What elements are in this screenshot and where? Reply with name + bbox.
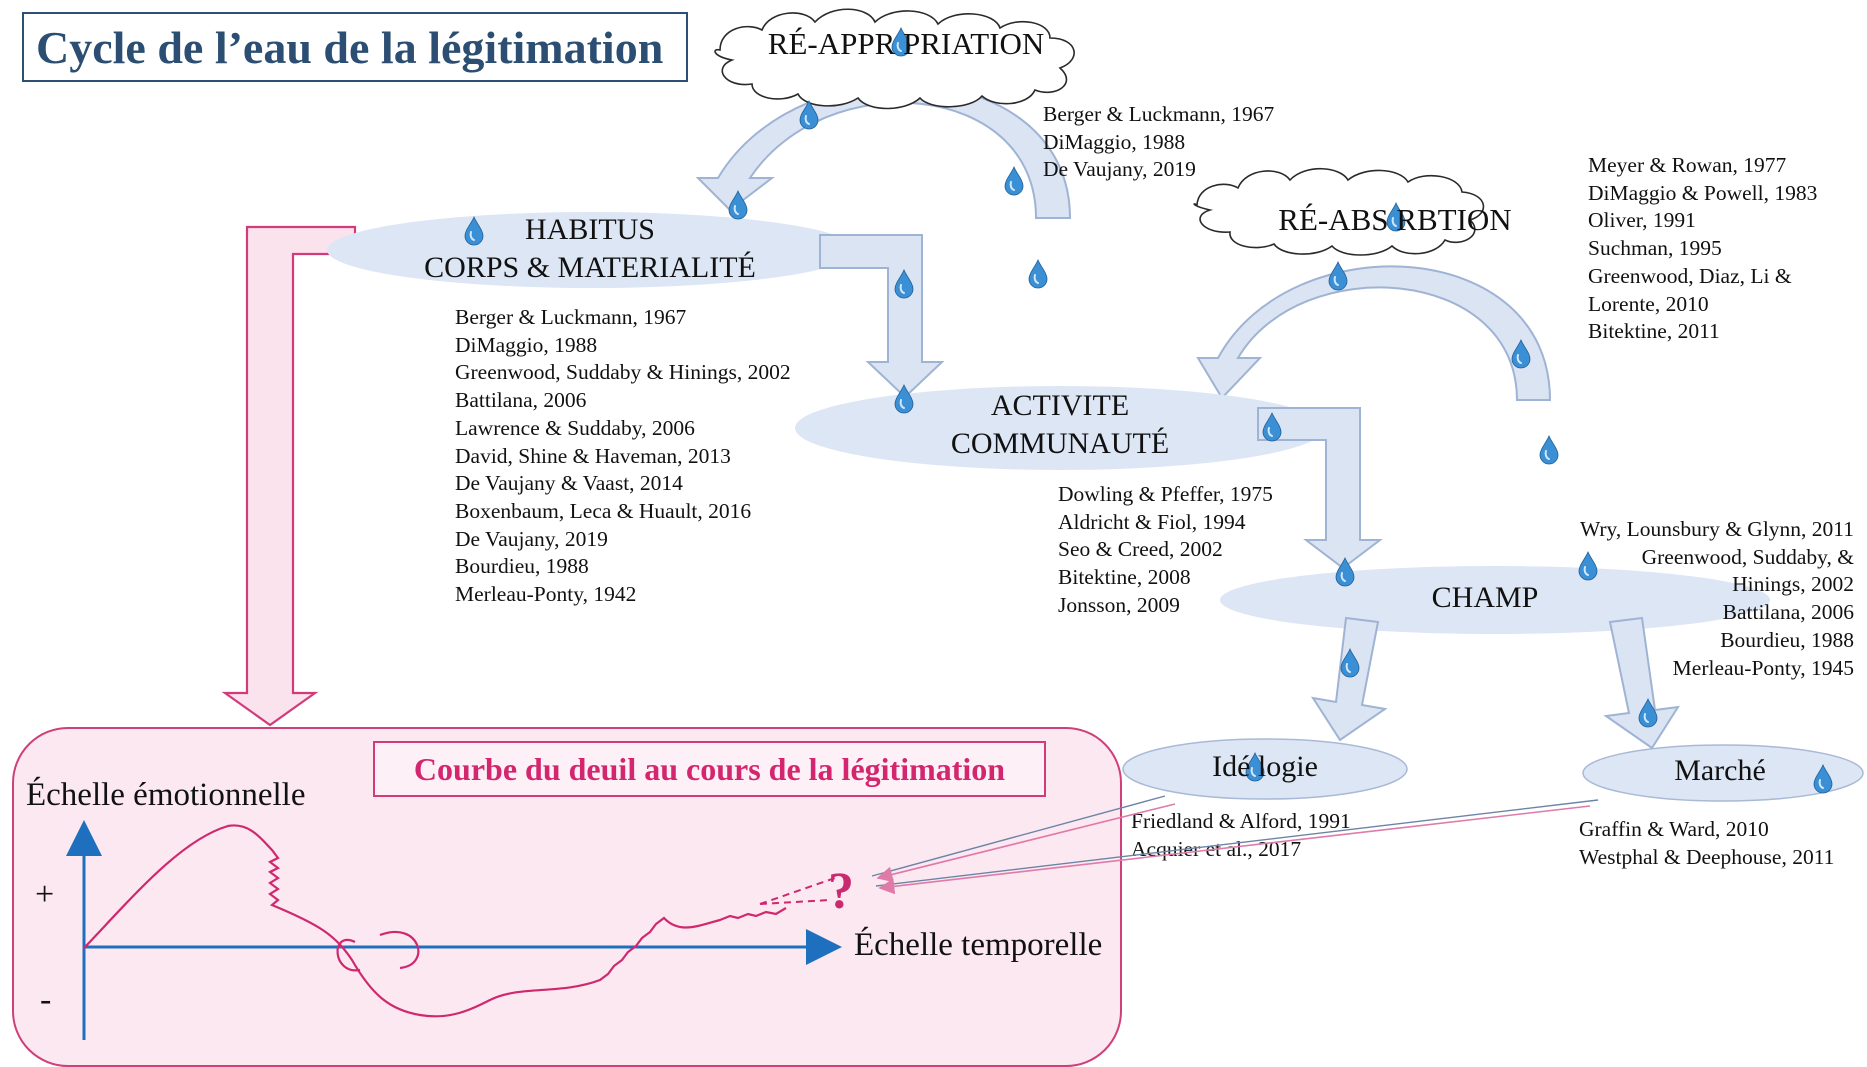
reference-item: Seo & Creed, 2002	[1058, 537, 1223, 562]
champ-ellipse	[1220, 566, 1770, 634]
reference-item: Merleau-Ponty, 1945	[1672, 655, 1854, 680]
reference-item: Aldricht & Fiol, 1994	[1058, 509, 1246, 534]
habitus-to-grief-arrow	[221, 225, 357, 727]
activite-references: Dowling & Pfeffer, 1975 Aldricht & Fiol,…	[1058, 481, 1273, 620]
reabsorbtion-references: Meyer & Rowan, 1977 DiMaggio & Powell, 1…	[1588, 152, 1817, 346]
activite-ellipse	[795, 386, 1325, 470]
reappropriation-cloud	[714, 8, 1075, 110]
reabsorbtion-curved-arrow	[1196, 265, 1552, 401]
reference-item: Graffin & Ward, 2010	[1579, 817, 1769, 841]
marche-references: Graffin & Ward, 2010 Westphal & Deephous…	[1579, 816, 1834, 871]
reference-item: Greenwood, Suddaby & Hinings, 2002	[455, 360, 791, 385]
reference-item: Berger & Luckmann, 1967	[1043, 102, 1275, 126]
reference-item: Lorente, 2010	[1588, 291, 1709, 316]
reference-item: Acquier et al., 2017	[1131, 836, 1302, 861]
reference-item: Greenwood, Suddaby, &	[1641, 544, 1854, 569]
reference-item: Hinings, 2002	[1732, 572, 1854, 597]
reference-item: De Vaujany, 2019	[455, 526, 608, 551]
diagram-title: Cycle de l’eau de la légitimation	[22, 12, 688, 82]
legitimation-water-cycle-diagram	[221, 8, 1864, 802]
reference-item: Suchman, 1995	[1588, 236, 1722, 261]
reference-item: Boxenbaum, Leca & Huault, 2016	[455, 498, 752, 523]
reference-item: Greenwood, Diaz, Li &	[1588, 263, 1792, 288]
reabsorbtion-cloud	[1193, 168, 1485, 256]
habitus-label: HABITUS CORPS & MATERIALITÉ	[424, 213, 756, 284]
minus-sign: -	[40, 981, 52, 1018]
reference-item: DiMaggio, 1988	[455, 332, 598, 357]
reference-item: DiMaggio & Powell, 1983	[1588, 180, 1818, 205]
reference-item: Bitektine, 2011	[1588, 319, 1720, 344]
habitus-to-activite-arrow	[819, 234, 945, 399]
marche-label: Marché	[1674, 754, 1766, 787]
champ-references: Wry, Lounsbury & Glynn, 2011 Greenwood, …	[1580, 516, 1854, 682]
reabsorbtion-label: RÉ-ABS RBTION	[1278, 202, 1512, 237]
reference-item: Wry, Lounsbury & Glynn, 2011	[1579, 517, 1854, 541]
question-mark: ?	[828, 863, 854, 920]
marche-ellipse	[1582, 744, 1864, 802]
reference-item: DiMaggio, 1988	[1043, 129, 1186, 154]
reference-item: Lawrence & Suddaby, 2006	[455, 415, 695, 440]
reappropriation-references: Berger & Luckmann, 1967 DiMaggio, 1988 D…	[1043, 101, 1274, 184]
ideologie-references: Friedland & Alford, 1991 Acquier et al.,…	[1131, 808, 1351, 863]
reappropriation-curved-arrow	[695, 83, 1072, 219]
champ-to-ideologie-arrow	[1310, 616, 1388, 742]
reference-item: Battilana, 2006	[455, 388, 587, 413]
reference-item: De Vaujany, 2019	[1043, 157, 1196, 182]
ideologie-ellipse	[1122, 738, 1408, 800]
reference-item: Bourdieu, 1988	[455, 554, 589, 579]
reference-item: Jonsson, 2009	[1058, 592, 1180, 617]
champ-to-marche-arrow	[1603, 616, 1680, 750]
reference-item: Friedland & Alford, 1991	[1131, 809, 1351, 833]
habitus-ellipse	[327, 212, 857, 288]
habitus-references: Berger & Luckmann, 1967 DiMaggio, 1988 G…	[455, 304, 791, 609]
x-axis-label: Échelle temporelle	[854, 927, 1103, 963]
champ-label: CHAMP	[1431, 581, 1539, 614]
reference-item: Dowling & Pfeffer, 1975	[1058, 482, 1273, 506]
reference-item: De Vaujany & Vaast, 2014	[455, 471, 683, 496]
y-axis-label: Échelle émotionnelle	[26, 777, 306, 813]
plus-sign: +	[35, 876, 55, 913]
reference-item: Bourdieu, 1988	[1720, 627, 1854, 652]
reference-item: Battilana, 2006	[1722, 600, 1854, 625]
reappropriation-label: RÉ-APPR PRIATION	[767, 26, 1045, 61]
reference-item: Meyer & Rowan, 1977	[1588, 153, 1787, 177]
ideologie-label: Idé logie	[1212, 750, 1318, 783]
grief-curve-title: Courbe du deuil au cours de la légitimat…	[373, 741, 1046, 797]
reference-item: Oliver, 1991	[1588, 208, 1696, 233]
activite-label: ACTIVITE COMMUNAUTÉ	[950, 389, 1170, 460]
reference-item: Bitektine, 2008	[1058, 565, 1191, 590]
reference-item: Merleau-Ponty, 1942	[455, 582, 637, 607]
reference-item: Berger & Luckmann, 1967	[455, 305, 687, 329]
reference-item: Westphal & Deephouse, 2011	[1579, 844, 1835, 869]
activite-to-champ-arrow	[1257, 407, 1383, 570]
reference-item: David, Shine & Haveman, 2013	[455, 443, 731, 468]
